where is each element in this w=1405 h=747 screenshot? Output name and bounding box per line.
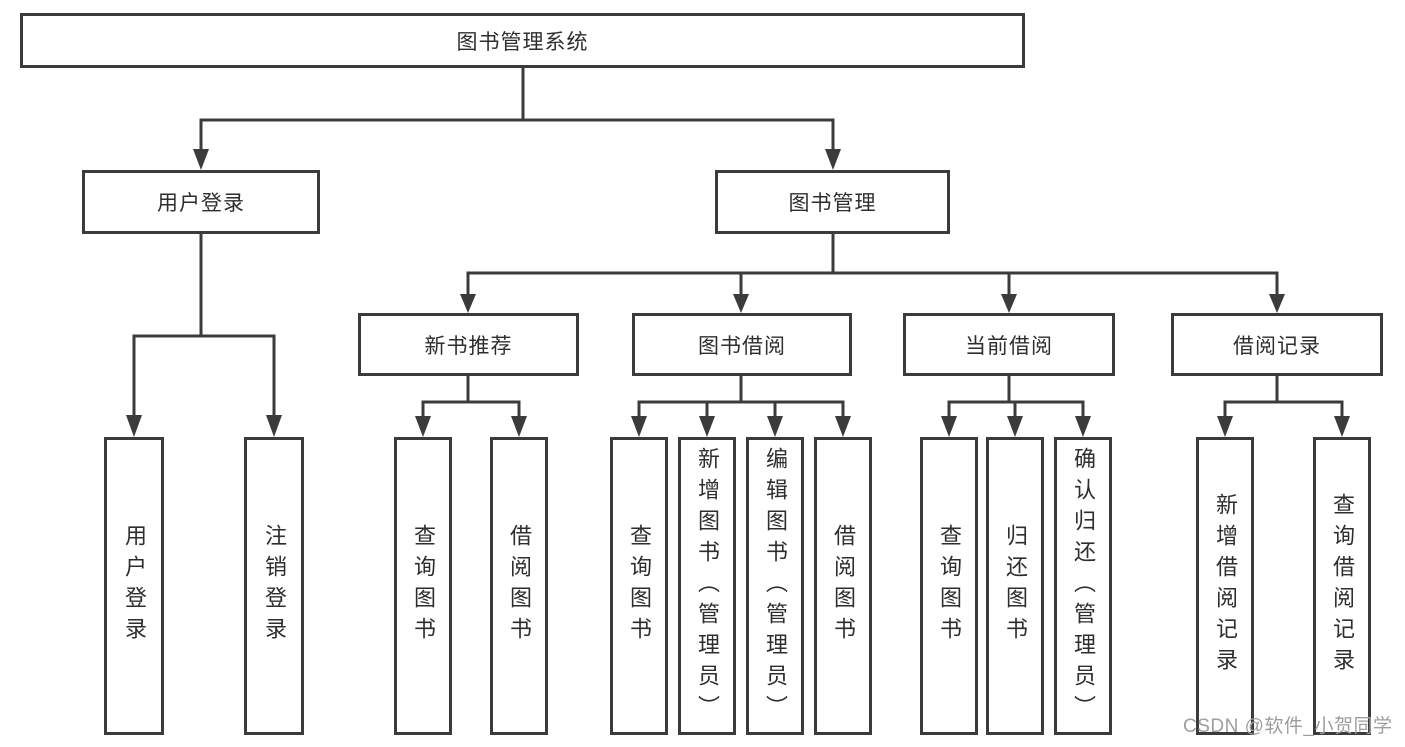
leaf-records-query-record: 查询借阅记录 (1313, 437, 1371, 735)
node-user-login: 用户登录 (82, 170, 320, 234)
leaf-current-confirm-return-admin: 确认归还（管理员） (1054, 437, 1112, 735)
connector-user-login (132, 234, 276, 418)
node-borrowing-records: 借阅记录 (1171, 313, 1383, 376)
node-new-book-recommend: 新书推荐 (358, 313, 579, 376)
leaf-user-login: 用户登录 (104, 437, 164, 735)
connector-borrow-records (1223, 376, 1344, 419)
leaf-current-return-book: 归还图书 (986, 437, 1044, 735)
leaf-borrowing-query-book: 查询图书 (610, 437, 668, 735)
connector-current-borrow (947, 376, 1085, 419)
node-root-system: 图书管理系统 (20, 13, 1025, 68)
csdn-watermark: CSDN @软件_小贺同学 (1183, 716, 1393, 737)
leaf-current-query-book: 查询图书 (920, 437, 978, 735)
connector-new-books (421, 376, 521, 419)
connector-book-borrow (637, 376, 845, 419)
node-book-management: 图书管理 (715, 170, 950, 234)
leaf-newbooks-query-book: 查询图书 (394, 437, 452, 735)
leaf-records-add-record: 新增借阅记录 (1196, 437, 1254, 735)
connector-root (199, 68, 835, 152)
leaf-borrowing-add-book-admin: 新增图书（管理员） (678, 437, 736, 735)
leaf-newbooks-borrow-book: 借阅图书 (490, 437, 548, 735)
connector-book-mgmt (466, 234, 1279, 295)
leaf-borrowing-edit-book-admin: 编辑图书（管理员） (746, 437, 804, 735)
node-book-borrowing: 图书借阅 (632, 313, 852, 376)
node-current-borrowing: 当前借阅 (903, 313, 1115, 376)
leaf-logout: 注销登录 (244, 437, 304, 735)
leaf-borrowing-borrow-book: 借阅图书 (814, 437, 872, 735)
